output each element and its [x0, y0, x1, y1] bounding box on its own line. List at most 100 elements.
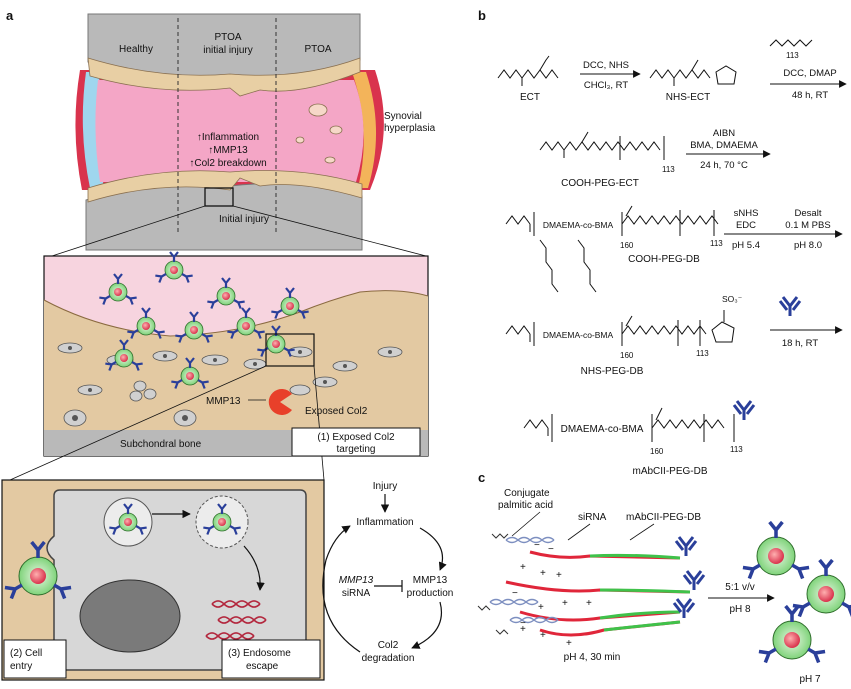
- cell-entry-box: [3, 639, 67, 679]
- svg-text:+: +: [538, 602, 544, 613]
- step3-reagent-3: 24 h, 70 °C: [700, 160, 748, 171]
- svg-text:−: −: [534, 540, 540, 551]
- step4-n: 160: [620, 241, 634, 250]
- injury-zoom-box: [204, 187, 234, 207]
- svg-text:+: +: [586, 598, 592, 609]
- region-ptoa-label: PTOA: [304, 44, 331, 55]
- nhs-peg-db-label: NHS-PEG-DB: [581, 366, 644, 377]
- step5-reagent-1: 18 h, RT: [782, 338, 818, 349]
- conjugate-label-2: palmitic acid: [498, 500, 553, 511]
- arrow: [411, 601, 442, 649]
- svg-text:+: +: [566, 638, 572, 649]
- panel-label-a: a: [6, 8, 14, 23]
- cycle-col2-degradation-2: degradation: [362, 653, 415, 664]
- zoom-line: [232, 205, 427, 257]
- step6-m: 113: [730, 445, 743, 454]
- polyplex-mixture: +++ +++ +++ −−−−: [477, 533, 706, 649]
- step2-reagent-2: 48 h, RT: [792, 90, 828, 101]
- svg-text:−: −: [512, 588, 518, 599]
- step2-sub: 113: [786, 51, 799, 60]
- arrow: [322, 525, 361, 653]
- subchondral-label: Subchondral bone: [120, 439, 202, 450]
- cartilage-fragment: [295, 136, 305, 144]
- cycle-col2-degradation-1: Col2: [378, 640, 399, 651]
- femur-cartilage: [87, 57, 361, 97]
- step3-sub: 113: [662, 165, 675, 174]
- nhs-peg-db-structure: [505, 310, 735, 346]
- step4-desalt-3: pH 8.0: [794, 240, 822, 251]
- zoom-line: [51, 205, 206, 257]
- cell-nucleus: [79, 579, 181, 653]
- step4-m: 113: [710, 239, 723, 248]
- col2-effect: ↑Col2 breakdown: [189, 158, 266, 169]
- cycle-sirna-gene: MMP13: [339, 575, 374, 586]
- step4-desalt-2: 0.1 M PBS: [785, 220, 830, 231]
- inhibition-mark: [374, 580, 403, 592]
- step4-reagent-1: sNHS: [734, 208, 759, 219]
- antibody-conjugated: [732, 399, 756, 422]
- targeting-box: [291, 427, 421, 457]
- mmp13-label: MMP13: [206, 396, 241, 407]
- hyperplasia-label: hyperplasia: [384, 123, 436, 134]
- antibody-reagent: [778, 295, 802, 318]
- arrow: [243, 545, 265, 591]
- cartilage-zoom-view: [9, 252, 429, 481]
- cooh-peg-ect-label: COOH-PEG-ECT: [561, 178, 639, 189]
- cell-entry-line2: entry: [10, 661, 32, 672]
- panel-label-b: b: [478, 8, 486, 23]
- step4-reagent-3: pH 5.4: [732, 240, 760, 251]
- joint-space: [95, 80, 364, 182]
- exposed-col2-label: Exposed Col2: [305, 406, 368, 417]
- sirna-label: siRNA: [578, 512, 607, 523]
- cooh-peg-db-structure: [505, 205, 719, 293]
- region-ptoa-initial-sublabel: initial injury: [203, 45, 252, 56]
- svg-text:+: +: [540, 630, 546, 641]
- ph8-label: pH 8: [729, 604, 751, 615]
- svg-text:−: −: [548, 544, 554, 555]
- cycle-sirna-word: siRNA: [342, 588, 371, 599]
- cycle-mmp13-production-2: production: [407, 588, 454, 599]
- conjugate-label-1: Conjugate: [504, 488, 550, 499]
- ph7-label: pH 7: [799, 674, 821, 685]
- step3-reagent-2: BMA, DMAEMA: [690, 140, 758, 151]
- panel-label-c: c: [478, 470, 485, 485]
- step5-m: 113: [696, 349, 709, 358]
- svg-text:+: +: [520, 624, 526, 635]
- initial-injury-label: Initial injury: [219, 214, 269, 225]
- ratio-label: 5:1 v/v: [725, 582, 754, 593]
- step3-reagent-1: AIBN: [713, 128, 735, 139]
- endosome-box: [221, 639, 321, 679]
- step5-block: DMAEMA-co-BMA: [543, 330, 614, 340]
- step5-n: 160: [620, 351, 634, 360]
- svg-text:+: +: [562, 598, 568, 609]
- step5-so3: SO₃⁻: [722, 294, 743, 304]
- cycle-mmp13-production-1: MMP13: [413, 575, 448, 586]
- mabcii-peg-db-structure: [523, 407, 735, 442]
- svg-text:+: +: [540, 568, 546, 579]
- step4-desalt-1: Desalt: [795, 208, 822, 219]
- step2-reagent-1: DCC, DMAP: [783, 68, 836, 79]
- cartilage-fragment: [329, 125, 343, 135]
- ect-structure: [497, 55, 559, 86]
- step1-reagent-1: DCC, NHS: [583, 60, 629, 71]
- svg-text:+: +: [556, 570, 562, 581]
- inflammation-effect: ↑Inflammation: [197, 132, 259, 143]
- joint-illustration: [51, 13, 427, 257]
- cooh-peg-db-label: COOH-PEG-DB: [628, 254, 700, 265]
- ect-label: ECT: [520, 92, 540, 103]
- region-ptoa-initial-label: PTOA: [214, 32, 241, 43]
- nanoparticle: [743, 522, 809, 579]
- pointer: [511, 511, 541, 537]
- joint-capsule-right: [352, 72, 377, 188]
- pointer: [629, 523, 655, 541]
- mabcii-peg-db-label: mAbCII-PEG-DB: [632, 466, 707, 477]
- step6-block: DMAEMA-co-BMA: [561, 424, 644, 435]
- ph4-label: pH 4, 30 min: [564, 652, 621, 663]
- targeting-box-line2: targeting: [337, 444, 376, 455]
- peg-reagent: [769, 39, 813, 47]
- targeting-box-line1: (1) Exposed Col2: [317, 432, 395, 443]
- zoom-line: [313, 365, 325, 481]
- synovial-label: Synovial: [384, 111, 422, 122]
- arrow: [419, 527, 447, 571]
- svg-text:+: +: [520, 562, 526, 573]
